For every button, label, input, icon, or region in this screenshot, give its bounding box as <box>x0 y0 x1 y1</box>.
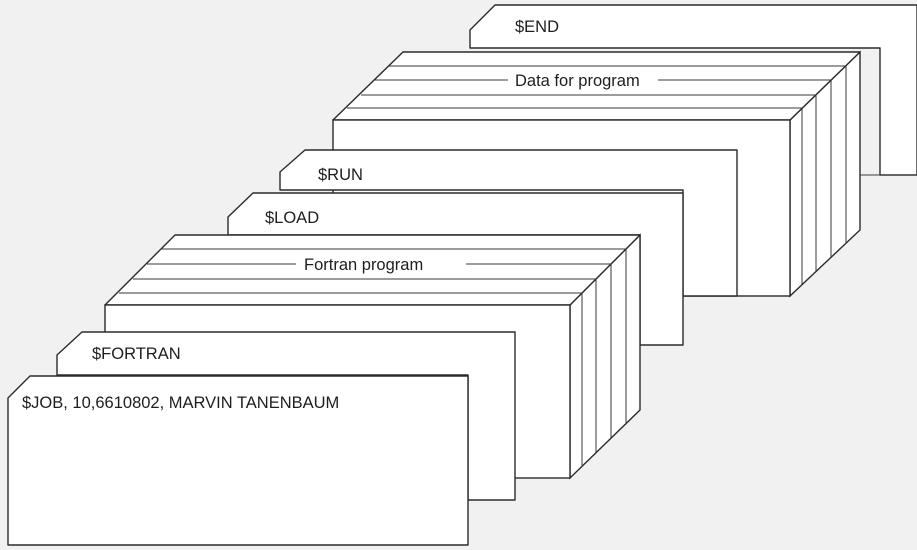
fortran-card-label: $FORTRAN <box>92 345 181 363</box>
load-card-label: $LOAD <box>265 209 319 227</box>
end-card: $END <box>469 4 917 176</box>
data-stack-label: Data for program <box>515 72 640 90</box>
end-card-label: $END <box>515 18 559 36</box>
fortran-program-stack-label: Fortran program <box>304 256 423 274</box>
job-card: $JOB, 10,6610802, MARVIN TANENBAUM <box>7 375 469 546</box>
job-card-label: $JOB, 10,6610802, MARVIN TANENBAUM <box>22 394 339 412</box>
run-card-label: $RUN <box>318 166 363 184</box>
